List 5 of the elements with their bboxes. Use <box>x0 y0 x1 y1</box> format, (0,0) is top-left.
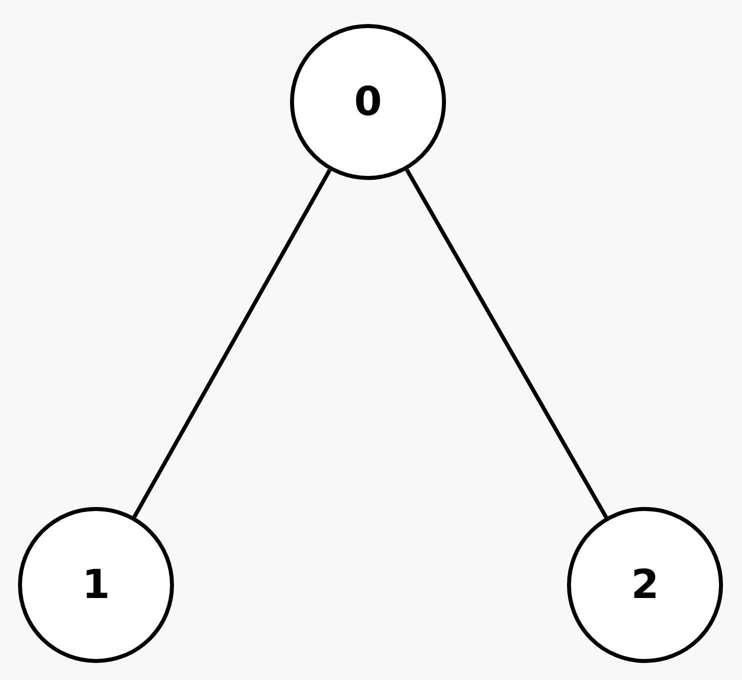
connector-line <box>132 168 332 518</box>
node-label: 0 <box>354 82 382 122</box>
node-label: 2 <box>631 565 659 605</box>
connector-line <box>405 168 608 518</box>
node-label: 1 <box>82 565 110 605</box>
